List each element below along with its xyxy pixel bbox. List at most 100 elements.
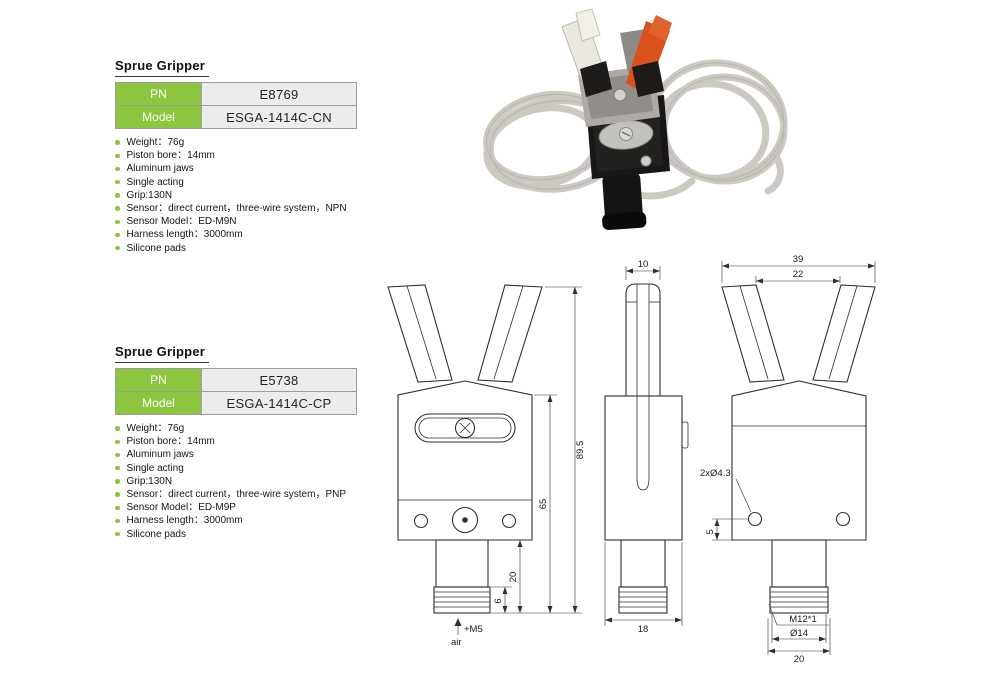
dim-back-inner-width: 22 bbox=[793, 269, 804, 280]
dim-stem-diameter: Ø14 bbox=[790, 628, 808, 639]
section-title: Sprue Gripper bbox=[115, 58, 210, 77]
bullet-icon bbox=[115, 439, 120, 445]
dim-front-body-height: 65 bbox=[538, 499, 549, 510]
spec-item: Sensor：direct current，three-wire system，… bbox=[115, 488, 390, 501]
table-row-pn: PN E5738 bbox=[115, 368, 357, 392]
model-value-cell: ESGA-1414C-CN bbox=[201, 105, 357, 129]
back-view bbox=[721, 284, 876, 614]
table-row-pn: PN E8769 bbox=[115, 82, 357, 106]
spec-text: Sensor Model：ED-M9P bbox=[126, 502, 236, 514]
bullet-icon bbox=[115, 452, 120, 458]
bullet-icon bbox=[115, 245, 120, 251]
spec-text: Weight：76g bbox=[126, 423, 185, 434]
back-dimensions: 39 22 2xØ4.3 5 M12*1 Ø14 20 bbox=[700, 254, 876, 665]
air-arrow-icon bbox=[454, 618, 462, 626]
gripper-stem bbox=[602, 172, 647, 230]
bullet-icon bbox=[115, 219, 120, 225]
pn-label-cell: PN bbox=[115, 368, 202, 392]
spec-item: Harness length：3000mm bbox=[115, 514, 390, 527]
spec-text: Silicone pads bbox=[126, 528, 186, 540]
bullet-icon bbox=[115, 179, 120, 185]
bullet-icon bbox=[115, 232, 120, 238]
spec-text: Aluminum jaws bbox=[126, 163, 194, 175]
dim-front-total-height: 89.5 bbox=[575, 441, 586, 460]
table-row-model: Model ESGA-1414C-CN bbox=[115, 105, 357, 129]
air-port-label: +M5 bbox=[464, 624, 483, 635]
model-label-cell: Model bbox=[115, 391, 202, 415]
spec-item: Sensor Model：ED-M9P bbox=[115, 501, 390, 514]
spec-item: Silicone pads bbox=[115, 528, 390, 541]
spec-text: Grip:130N bbox=[126, 475, 173, 487]
holes-callout-label: 2xØ4.3 bbox=[700, 468, 731, 479]
spec-text: Piston bore：14mm bbox=[126, 436, 215, 448]
spec-item: Sensor：direct current，three-wire system，… bbox=[115, 202, 390, 215]
side-dimensions: 10 18 bbox=[604, 259, 683, 635]
spec-item: Weight：76g bbox=[115, 422, 390, 435]
gripper-unit bbox=[561, 8, 672, 230]
spec-item: Harness length：3000mm bbox=[115, 228, 390, 241]
pn-value-cell: E5738 bbox=[201, 368, 357, 392]
model-label-cell: Model bbox=[115, 105, 202, 129]
screw-icon bbox=[640, 155, 652, 167]
spec-item: Piston bore：14mm bbox=[115, 435, 390, 448]
front-dimensions: 89.5 65 20 6 +M5 air bbox=[451, 286, 586, 648]
thread-callout-label: M12*1 bbox=[789, 614, 816, 625]
spec-text: Single acting bbox=[126, 462, 184, 474]
dim-hole-offset: 5 bbox=[705, 529, 716, 534]
bullet-icon bbox=[115, 479, 120, 484]
product-section-pnp: Sprue Gripper PN E5738 Model ESGA-1414C-… bbox=[115, 343, 390, 541]
bullet-icon bbox=[115, 140, 120, 145]
spec-text: Single acting bbox=[126, 176, 184, 188]
dim-back-total-width: 39 bbox=[793, 254, 804, 265]
section-title: Sprue Gripper bbox=[115, 344, 210, 363]
dim-front-thread-height: 6 bbox=[493, 598, 504, 603]
spec-text: Aluminum jaws bbox=[126, 449, 194, 461]
spec-text: Sensor：direct current，three-wire system，… bbox=[126, 489, 347, 501]
bullet-icon bbox=[115, 153, 120, 159]
spec-text: Sensor Model：ED-M9N bbox=[126, 216, 237, 228]
spec-item: Single acting bbox=[115, 462, 390, 475]
spec-item: Silicone pads bbox=[115, 242, 390, 255]
bullet-icon bbox=[115, 426, 120, 431]
gripper-jaws bbox=[561, 8, 672, 97]
spec-list: Weight：76g Piston bore：14mm Aluminum jaw… bbox=[115, 422, 390, 541]
pn-value-cell: E8769 bbox=[201, 82, 357, 106]
technical-drawing: 89.5 65 20 6 +M5 air bbox=[387, 254, 876, 665]
product-section-npn: Sprue Gripper PN E8769 Model ESGA-1414C-… bbox=[115, 57, 390, 255]
spec-text: Piston bore：14mm bbox=[126, 150, 215, 162]
pn-model-table: PN E5738 Model ESGA-1414C-CP bbox=[115, 368, 357, 415]
product-photo bbox=[483, 8, 788, 230]
front-view bbox=[387, 284, 543, 614]
bullet-icon bbox=[115, 531, 120, 537]
dim-front-stem-height: 20 bbox=[508, 572, 519, 583]
dim-side-top-width: 10 bbox=[638, 259, 649, 270]
spec-text: Sensor：direct current，three-wire system，… bbox=[126, 203, 347, 215]
spec-item: Grip:130N bbox=[115, 189, 390, 202]
bullet-icon bbox=[115, 492, 120, 497]
spec-text: Harness length：3000mm bbox=[126, 229, 243, 241]
pn-label-cell: PN bbox=[115, 82, 202, 106]
spec-item: Sensor Model：ED-M9N bbox=[115, 215, 390, 228]
table-row-model: Model ESGA-1414C-CP bbox=[115, 391, 357, 415]
bullet-icon bbox=[115, 166, 120, 172]
spec-text: Silicone pads bbox=[126, 242, 186, 254]
bullet-icon bbox=[115, 206, 120, 211]
spec-text: Weight：76g bbox=[126, 137, 185, 148]
air-port-sublabel: air bbox=[451, 637, 462, 648]
bullet-icon bbox=[115, 518, 120, 524]
screw-icon bbox=[613, 88, 627, 102]
spec-text: Harness length：3000mm bbox=[126, 515, 243, 527]
spec-item: Aluminum jaws bbox=[115, 448, 390, 461]
dim-back-stem-width: 20 bbox=[794, 654, 805, 665]
bullet-icon bbox=[115, 193, 120, 198]
side-view bbox=[604, 283, 689, 614]
spec-text: Grip:130N bbox=[126, 189, 173, 201]
spec-item: Piston bore：14mm bbox=[115, 149, 390, 162]
dim-side-bottom-width: 18 bbox=[638, 624, 649, 635]
bullet-icon bbox=[115, 505, 120, 511]
spec-item: Single acting bbox=[115, 176, 390, 189]
spec-item: Aluminum jaws bbox=[115, 162, 390, 175]
pn-model-table: PN E8769 Model ESGA-1414C-CN bbox=[115, 82, 357, 129]
bullet-icon bbox=[115, 465, 120, 471]
